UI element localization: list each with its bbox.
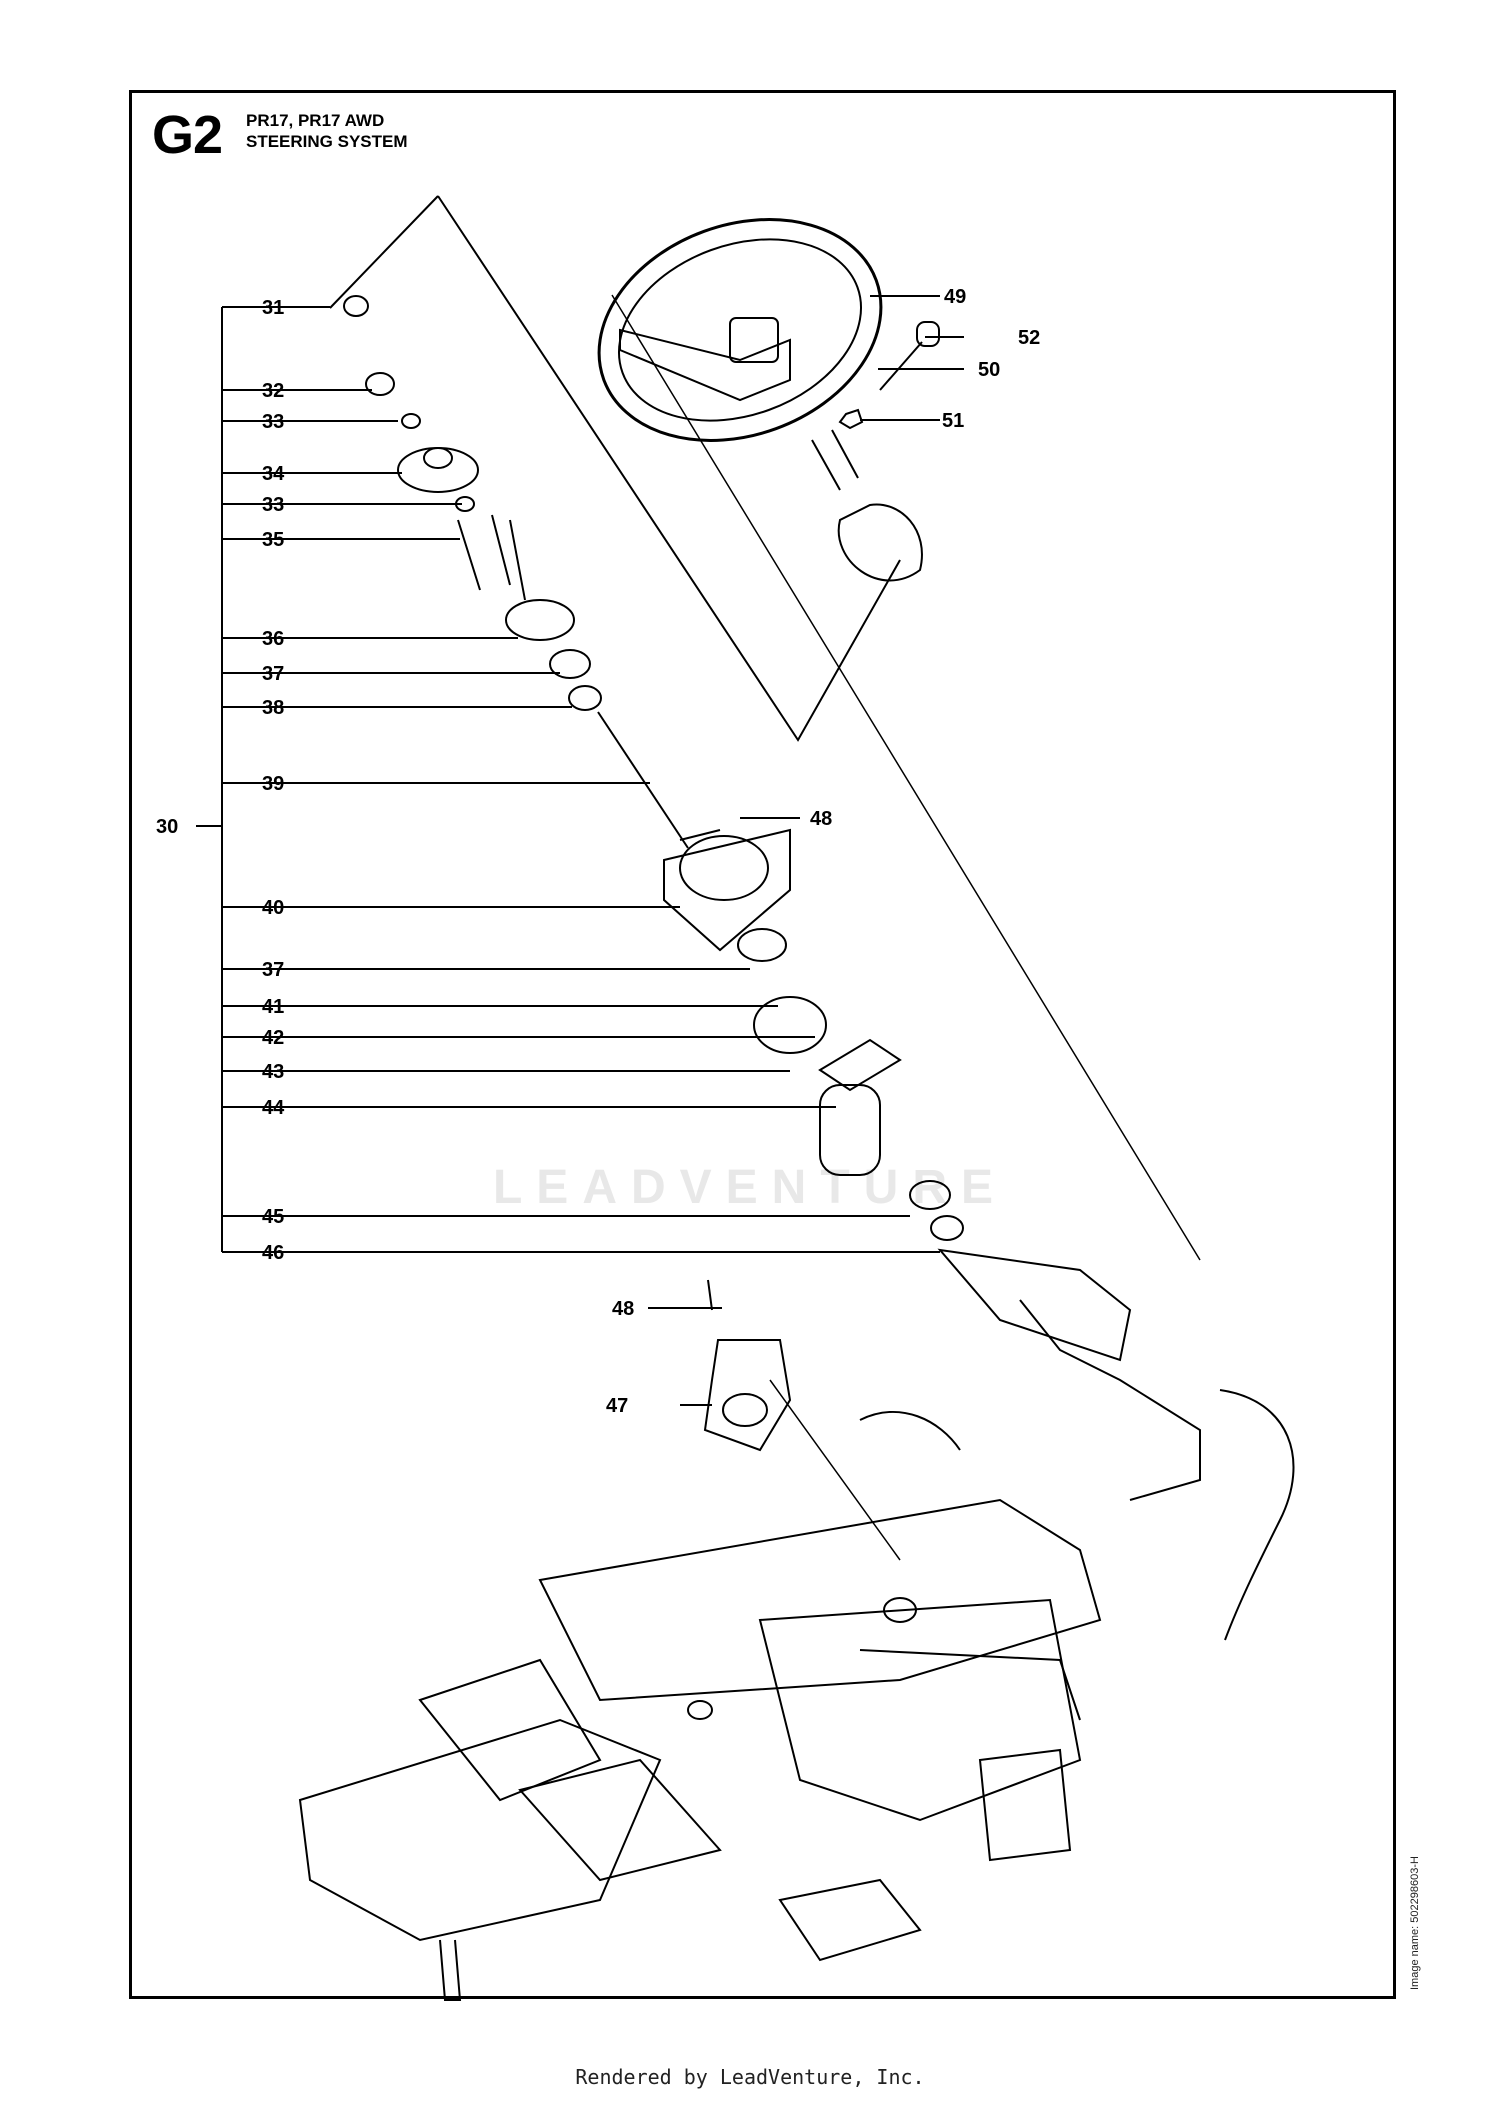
leader-lines-right xyxy=(648,295,964,1406)
knob-part xyxy=(916,321,940,347)
system-title: STEERING SYSTEM xyxy=(246,132,408,151)
model-title: PR17, PR17 AWD xyxy=(246,111,385,130)
callout-48: 48 xyxy=(810,808,832,830)
callout-34: 34 xyxy=(262,463,285,485)
watermark-text: LEADVENTURE xyxy=(492,1161,1008,1214)
callout-51: 51 xyxy=(942,410,964,432)
callout-33b: 33 xyxy=(262,494,284,516)
callout-43: 43 xyxy=(262,1061,284,1083)
callout-50: 50 xyxy=(978,359,1000,381)
callout-39: 39 xyxy=(262,773,284,795)
callout-45: 45 xyxy=(262,1206,284,1228)
callout-47: 47 xyxy=(606,1395,628,1417)
tractor-frame-illustration xyxy=(298,1248,1295,2001)
column-parts xyxy=(343,294,1201,1261)
boot-part xyxy=(837,503,923,582)
bracket-part xyxy=(703,1279,792,1452)
callout-46: 46 xyxy=(262,1242,284,1264)
callout-labels: 31 32 33 34 33 35 36 37 38 39 40 37 41 4… xyxy=(156,286,1040,1417)
callout-30: 30 xyxy=(156,816,178,838)
image-name-label: Image name: 502298603-H xyxy=(1409,1856,1421,1990)
callout-33: 33 xyxy=(262,411,284,433)
detail-inset-lines xyxy=(329,195,901,742)
callout-52: 52 xyxy=(1018,327,1040,349)
callout-38: 38 xyxy=(262,697,284,719)
callout-44: 44 xyxy=(262,1097,285,1119)
callout-48b: 48 xyxy=(612,1298,634,1320)
callout-49: 49 xyxy=(944,286,966,308)
nut-part xyxy=(838,408,864,430)
callout-35: 35 xyxy=(262,529,284,551)
callout-37b: 37 xyxy=(262,959,284,981)
callout-32: 32 xyxy=(262,380,284,402)
callout-31: 31 xyxy=(262,297,284,319)
leader-lines xyxy=(222,306,940,1253)
callout-41: 41 xyxy=(262,996,284,1018)
callout-42: 42 xyxy=(262,1027,284,1049)
steering-wheel-illustration xyxy=(597,218,883,491)
callout-40: 40 xyxy=(262,897,284,919)
diagram-border xyxy=(129,90,1396,1999)
callout-36: 36 xyxy=(262,628,284,650)
footer-credit: Rendered by LeadVenture, Inc. xyxy=(575,2065,925,2089)
section-code: G2 xyxy=(152,105,223,165)
callout-37: 37 xyxy=(262,663,284,685)
bolt-part xyxy=(879,341,923,391)
group-bracket xyxy=(196,306,263,1253)
